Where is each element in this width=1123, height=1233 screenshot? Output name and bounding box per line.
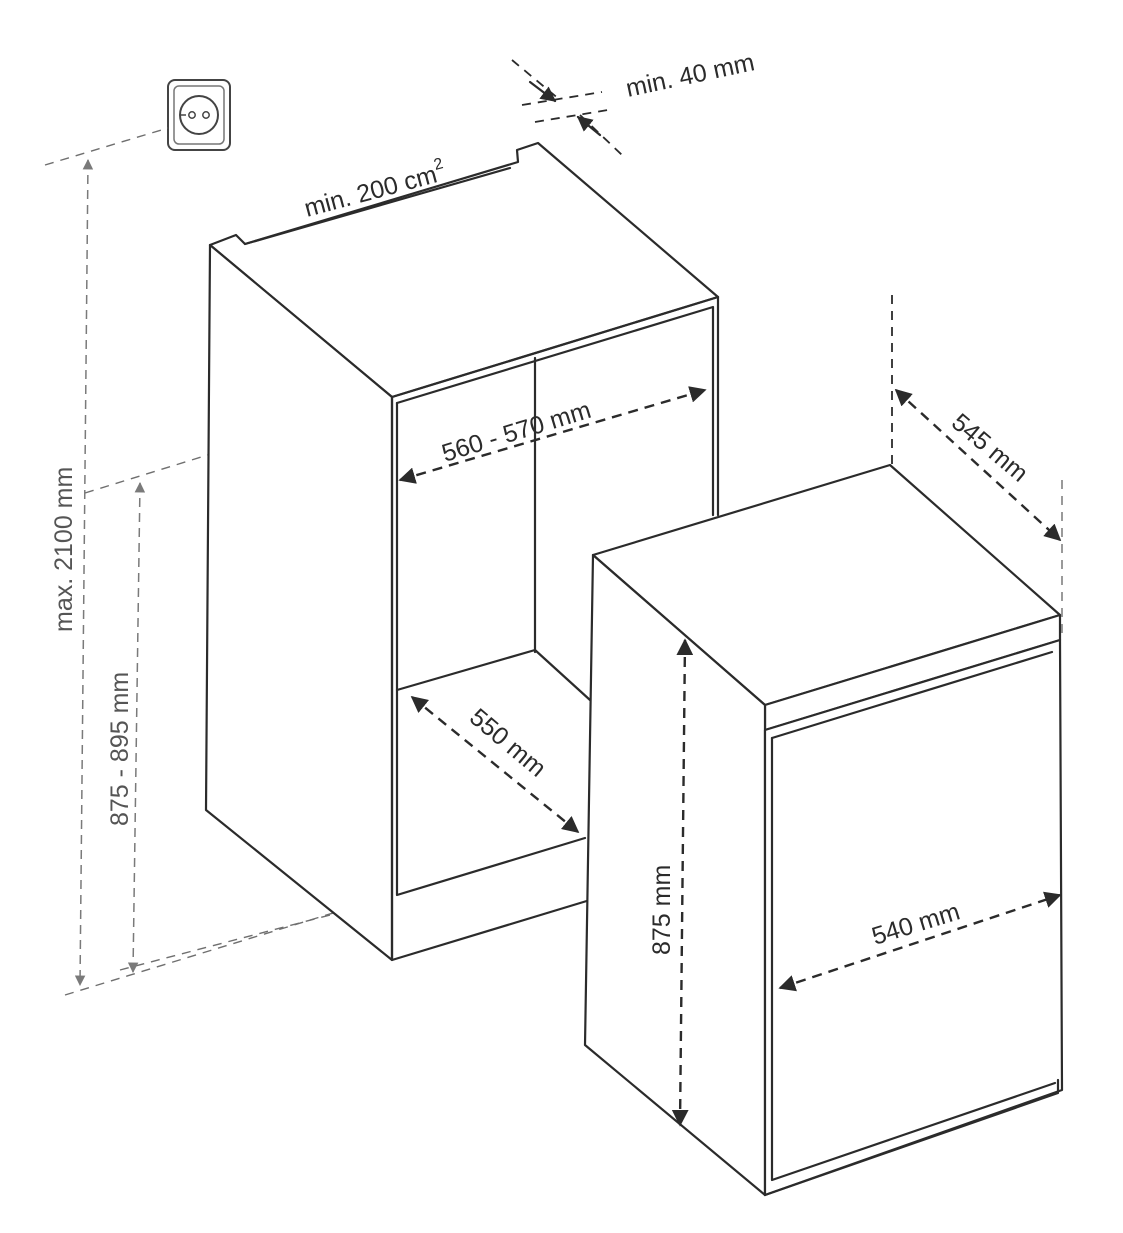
dim-niche-depth xyxy=(410,695,580,834)
label-niche-height: 875 - 895 mm xyxy=(106,672,134,826)
gap-line-2 xyxy=(534,109,609,123)
dim-niche-width xyxy=(398,386,707,484)
dimension-lines xyxy=(74,59,1062,1127)
dim-appliance-depth xyxy=(894,388,1062,542)
vent-area-exponent: 2 xyxy=(432,155,445,174)
gap-arrow-1 xyxy=(528,80,557,103)
dim-appliance-height xyxy=(671,638,694,1127)
label-niche-depth: 550 mm xyxy=(464,703,551,783)
appliance-body xyxy=(583,463,1064,1197)
gap-guide-2 xyxy=(579,114,623,156)
gap-guide-1 xyxy=(511,59,561,101)
label-niche-width: 560 - 570 mm xyxy=(439,396,595,468)
gap-arrow-2 xyxy=(576,115,602,137)
label-appliance-height: 875 mm xyxy=(648,865,676,955)
dim-appliance-width xyxy=(778,891,1062,992)
dim-max-height xyxy=(74,158,94,987)
dim-niche-height xyxy=(127,481,146,974)
gap-line-1 xyxy=(521,91,603,106)
label-rear-gap: min. 40 mm xyxy=(623,48,757,103)
power-socket-icon xyxy=(167,79,231,151)
label-max-height: max. 2100 mm xyxy=(50,467,78,632)
dim-vent xyxy=(243,166,512,246)
cabinet-niche xyxy=(204,141,720,962)
